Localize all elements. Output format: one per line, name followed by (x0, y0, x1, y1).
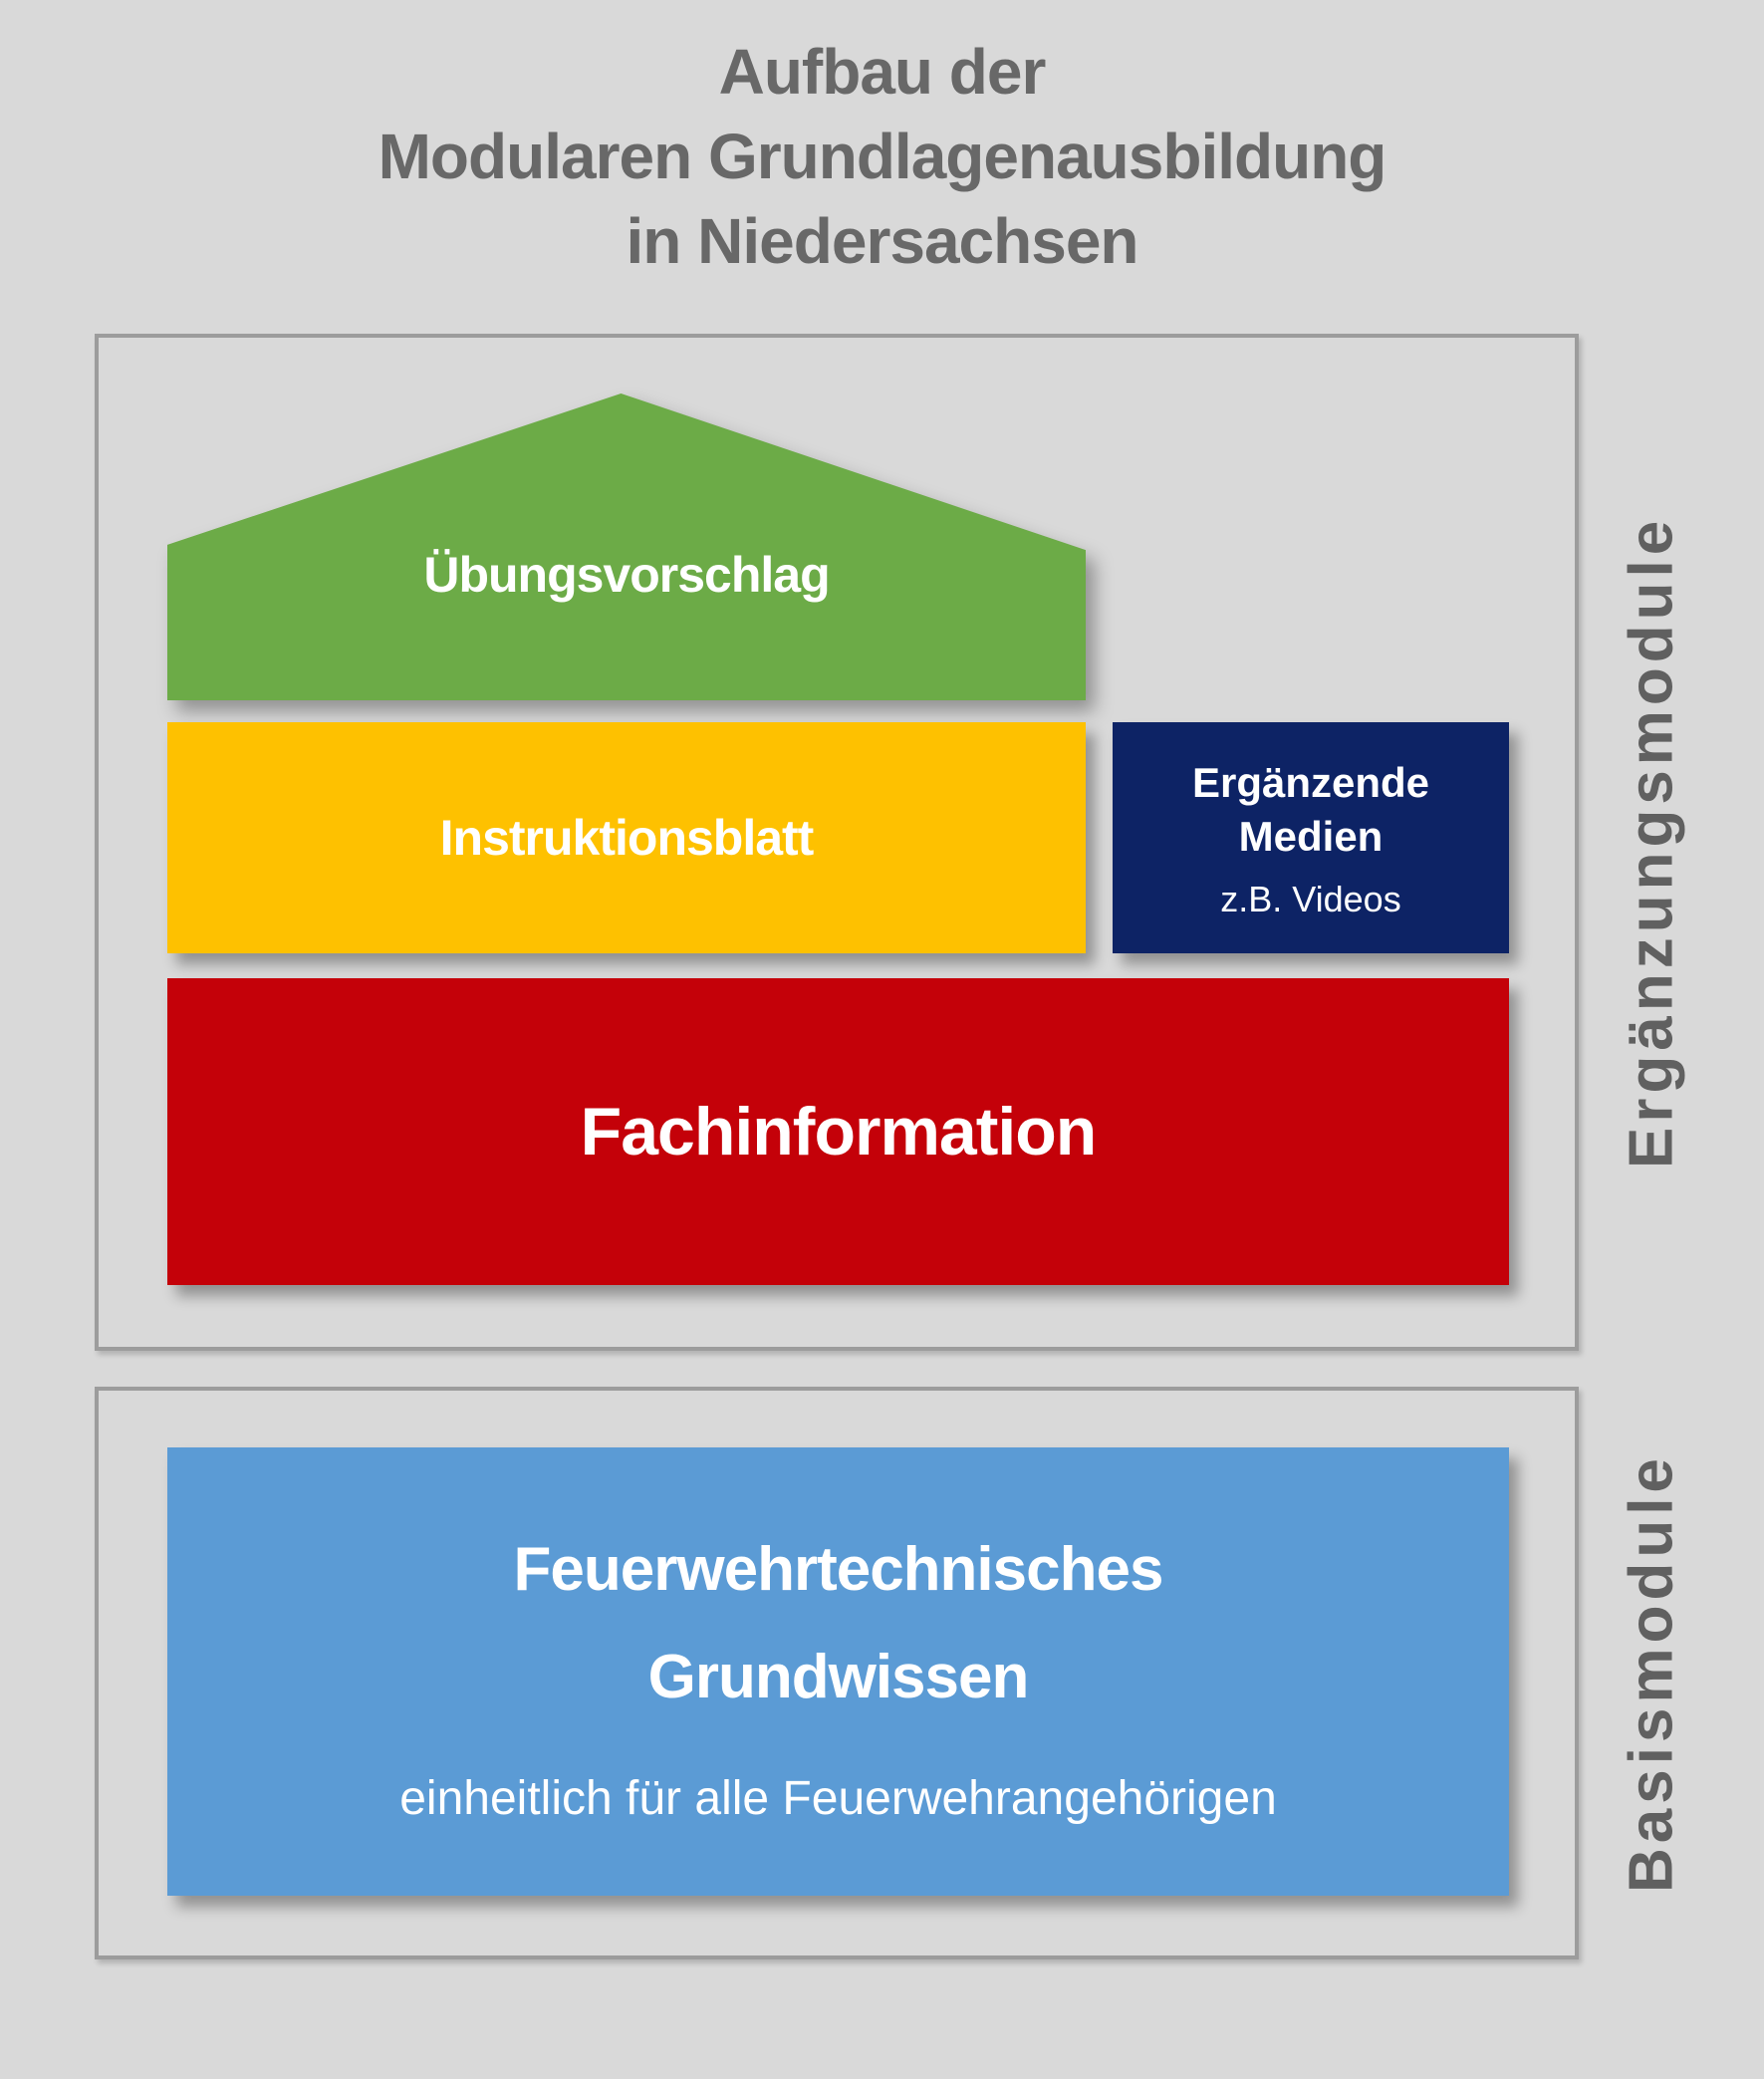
title-line-3: in Niedersachsen (626, 205, 1139, 277)
title-line-2: Modularen Grundlagenausbildung (378, 121, 1387, 192)
instruktionsblatt-label: Instruktionsblatt (439, 810, 815, 866)
ergaenzende-medien-block: Ergänzende Medien z.B. Videos (1113, 722, 1509, 953)
ergaenzungsmodule-frame (95, 334, 1579, 1351)
title-line-1: Aufbau der (718, 36, 1047, 108)
side-label-basismodule-text: Basismodule (1617, 1453, 1686, 1893)
uebungsvorschlag-label: Übungsvorschlag (423, 546, 830, 603)
uebungsvorschlag-block: Übungsvorschlag (167, 393, 1086, 700)
side-label-basismodule: Basismodule (1592, 1387, 1711, 1959)
fachinformation-label: Fachinformation (580, 1094, 1098, 1169)
uebungsvorschlag-roof-shape: Übungsvorschlag (167, 393, 1086, 700)
ergaenzende-medien-title-line2: Medien (1238, 813, 1384, 860)
side-label-ergaenzungsmodule-text: Ergänzungsmodule (1617, 515, 1686, 1169)
fachinformation-block: Fachinformation (167, 978, 1509, 1285)
instruktionsblatt-block: Instruktionsblatt (167, 722, 1086, 953)
ergaenzende-medien-title-line1: Ergänzende (1191, 759, 1430, 806)
grundwissen-subtitle: einheitlich für alle Feuerwehrangehörige… (399, 1772, 1277, 1825)
grundwissen-title-line1: Feuerwehrtechnisches (513, 1535, 1164, 1604)
ergaenzende-medien-subtitle: z.B. Videos (1220, 879, 1401, 919)
grundwissen-title-line2: Grundwissen (647, 1643, 1030, 1711)
basismodule-frame (95, 1387, 1579, 1959)
page-title: Aufbau der Modularen Grundlagenausbildun… (0, 30, 1764, 284)
grundwissen-block: Feuerwehrtechnisches Grundwissen einheit… (167, 1447, 1509, 1896)
side-label-ergaenzungsmodule: Ergänzungsmodule (1592, 334, 1711, 1351)
